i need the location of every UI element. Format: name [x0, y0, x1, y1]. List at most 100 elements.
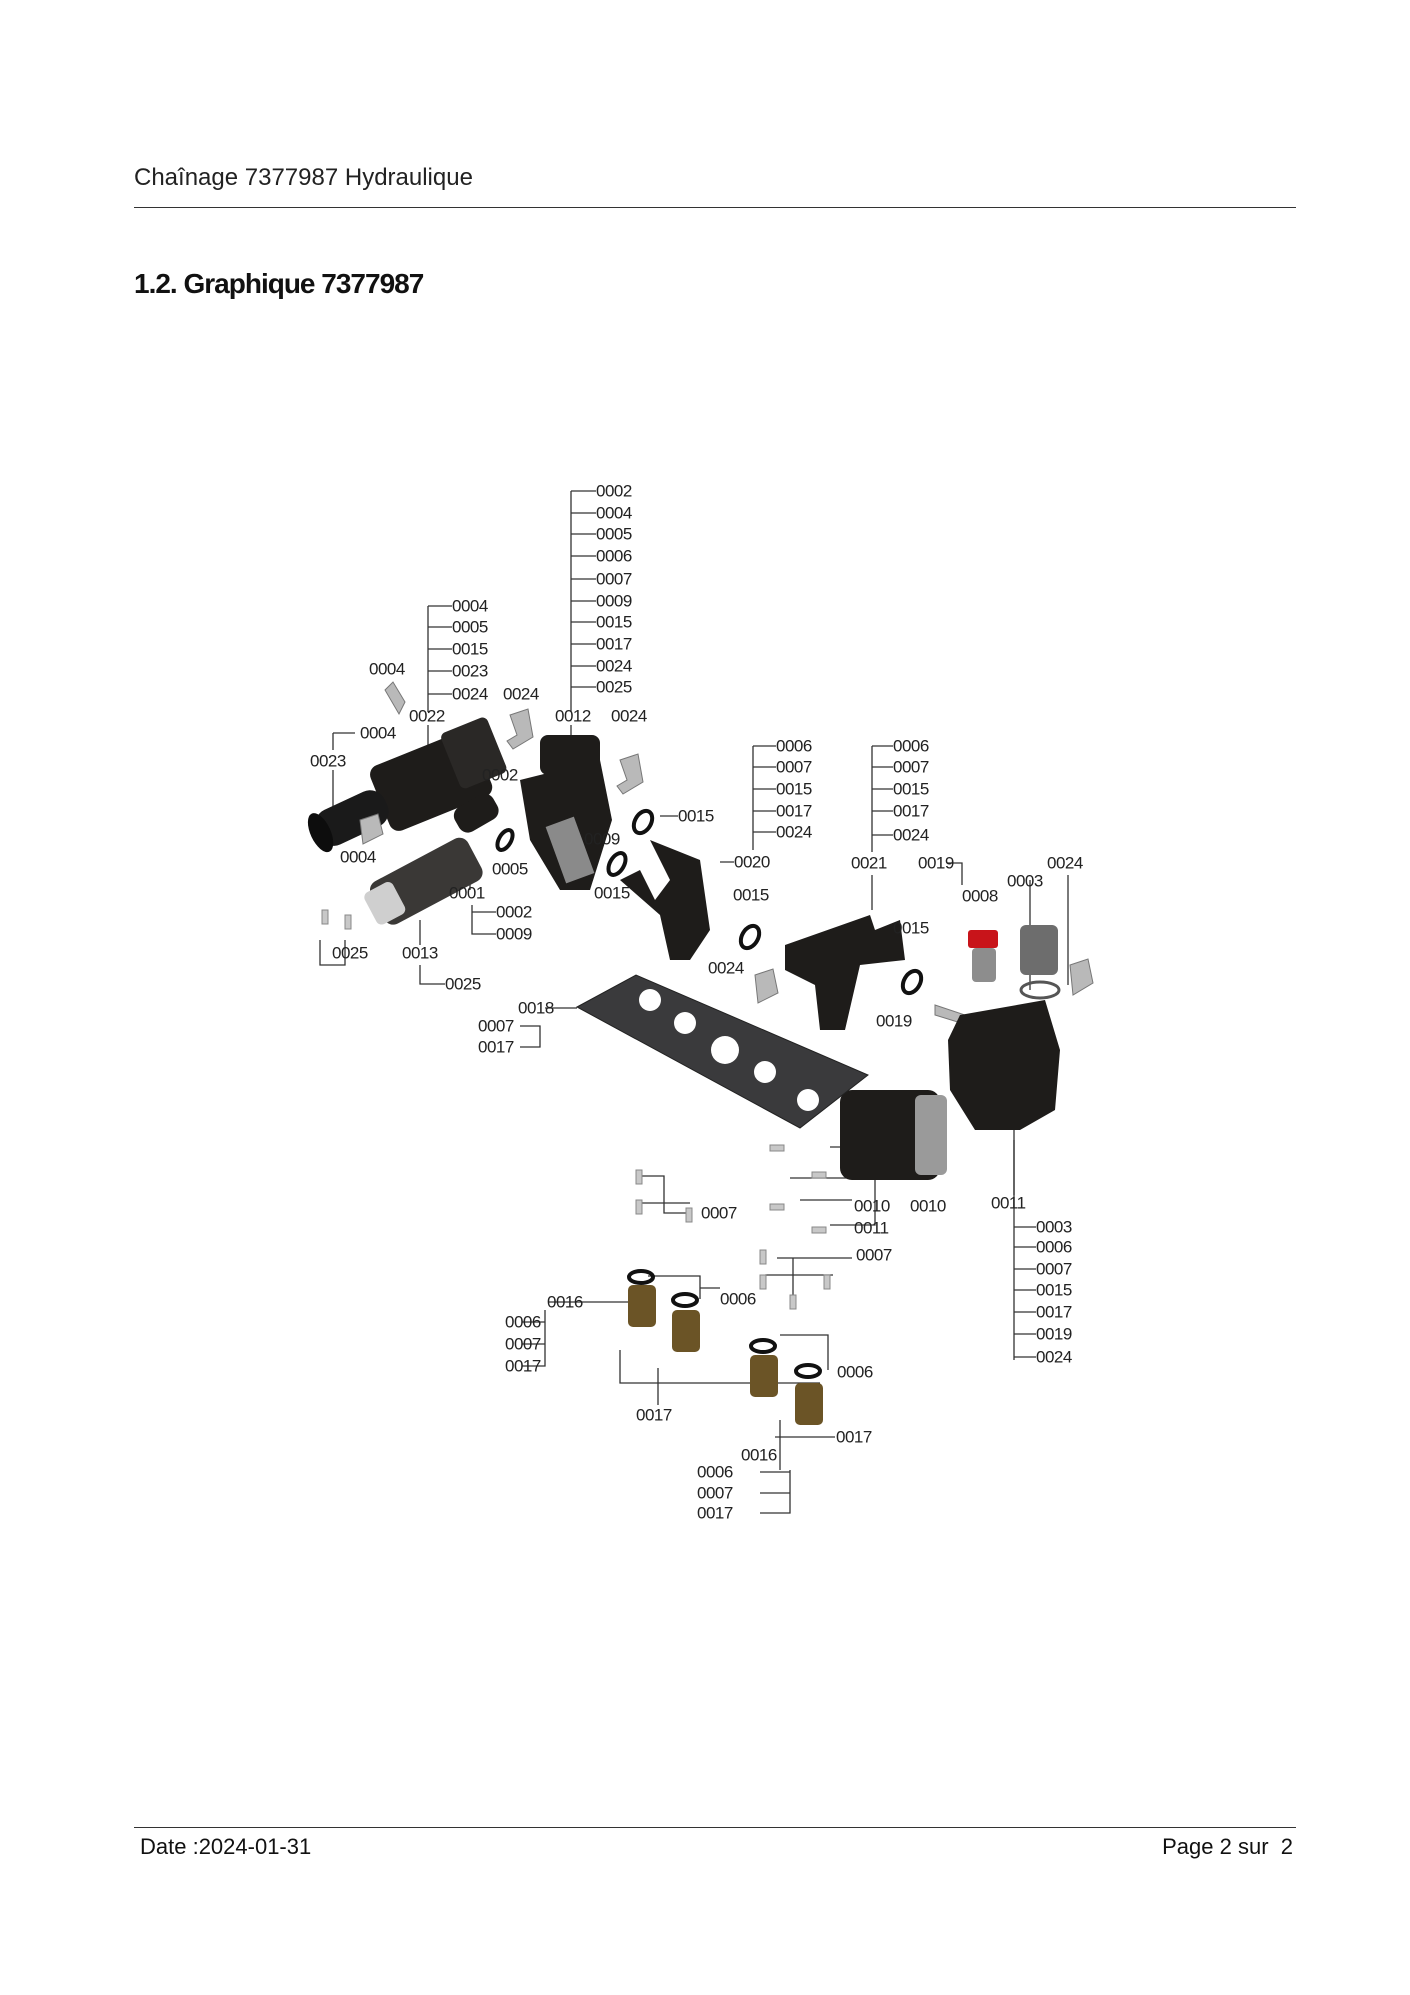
part-number-label: 0008 [962, 886, 998, 906]
part-0021-manifold [785, 915, 905, 1030]
section-heading: 1.2. Graphique 7377987 [134, 268, 424, 299]
footer-page-number: Page 2 sur 2 [1162, 1834, 1293, 1859]
part-number-label: 0013 [402, 943, 438, 963]
part-number-label: 0017 [636, 1405, 672, 1425]
brass-fittings [628, 1285, 823, 1425]
part-number-label: 0025 [596, 677, 632, 697]
part-number-label: 0019 [1036, 1324, 1072, 1344]
part-number-label: 0024 [611, 706, 647, 726]
part-number-label: 0003 [1007, 871, 1043, 891]
part-number-label: 0015 [733, 885, 769, 905]
part-0008-red-cap [968, 930, 998, 948]
part-number-label: 0017 [776, 801, 812, 821]
part-number-label: 0004 [369, 659, 405, 679]
part-number-label: 0005 [596, 524, 632, 544]
part-number-label: 0010 [910, 1196, 946, 1216]
o-rings [495, 808, 1061, 1379]
header-divider [134, 207, 1296, 208]
part-0012-valve-body [520, 735, 612, 890]
part-number-label: 0025 [332, 943, 368, 963]
part-number-label: 0019 [918, 853, 954, 873]
screws [321, 909, 831, 1310]
part-number-label: 0017 [596, 634, 632, 654]
part-number-label: 0024 [503, 684, 539, 704]
part-number-label: 0024 [1047, 853, 1083, 873]
part-number-label: 0024 [776, 822, 812, 842]
part-number-label: 0018 [518, 998, 554, 1018]
part-number-label: 0025 [445, 974, 481, 994]
footer-date: Date :2024-01-31 [140, 1834, 312, 1859]
part-number-label: 0015 [776, 779, 812, 799]
part-number-label: 0015 [596, 612, 632, 632]
part-number-label: 0024 [452, 684, 488, 704]
part-number-label: 0020 [734, 852, 770, 872]
part-number-label: 0021 [851, 853, 887, 873]
part-number-label: 0010 [854, 1196, 890, 1216]
part-number-label: 0007 [478, 1016, 514, 1036]
part-number-label: 0004 [360, 723, 396, 743]
part-number-label: 0006 [837, 1362, 873, 1382]
part-number-label: 0024 [708, 958, 744, 978]
clips [359, 681, 1094, 1024]
part-number-label: 0006 [776, 736, 812, 756]
part-number-label: 0007 [776, 757, 812, 777]
part-number-label: 0016 [741, 1445, 777, 1465]
part-number-label: 0024 [596, 656, 632, 676]
part-number-label: 0005 [492, 859, 528, 879]
part-number-label: 0015 [893, 779, 929, 799]
part-number-label: 0006 [505, 1312, 541, 1332]
part-number-label: 0002 [596, 481, 632, 501]
part-number-label: 0009 [496, 924, 532, 944]
part-number-label: 0017 [478, 1037, 514, 1057]
part-number-label: 0007 [1036, 1259, 1072, 1279]
part-number-label: 0019 [876, 1011, 912, 1031]
part-number-label: 0015 [893, 918, 929, 938]
part-number-label: 0006 [893, 736, 929, 756]
part-number-label: 0017 [893, 801, 929, 821]
part-number-label: 0024 [1036, 1347, 1072, 1367]
part-0010-pump-motor [840, 1090, 947, 1180]
part-number-label: 0015 [678, 806, 714, 826]
part-number-label: 0017 [697, 1503, 733, 1523]
part-0003-air-vent [1020, 925, 1058, 975]
part-number-label: 0006 [1036, 1237, 1072, 1257]
part-0011-pump-housing [948, 1000, 1060, 1130]
part-number-label: 0002 [496, 902, 532, 922]
part-number-label: 0007 [701, 1203, 737, 1223]
part-number-label: 0015 [1036, 1280, 1072, 1300]
part-number-label: 0017 [836, 1427, 872, 1447]
part-number-label: 0016 [547, 1292, 583, 1312]
part-0008-body [972, 948, 996, 982]
part-number-label: 0006 [697, 1462, 733, 1482]
part-0020-manifold [620, 840, 710, 960]
part-number-label: 0023 [452, 661, 488, 681]
part-0023-cartridge [307, 790, 389, 853]
part-number-label: 0015 [594, 883, 630, 903]
part-number-label: 0007 [856, 1245, 892, 1265]
part-drawings [307, 681, 1094, 1425]
document-header-title: Chaînage 7377987 Hydraulique [134, 164, 473, 191]
part-number-label: 0006 [596, 546, 632, 566]
part-number-label: 0007 [893, 757, 929, 777]
part-number-label: 0005 [452, 617, 488, 637]
part-number-label: 0009 [584, 829, 620, 849]
part-number-label: 0023 [310, 751, 346, 771]
part-number-label: 0007 [697, 1483, 733, 1503]
part-number-label: 0011 [854, 1218, 889, 1238]
part-number-label: 0002 [482, 765, 518, 785]
part-number-label: 0009 [596, 591, 632, 611]
part-0013-motor [364, 837, 483, 925]
part-0018-plate [575, 974, 869, 1129]
part-number-label: 0007 [505, 1334, 541, 1354]
part-number-label: 0006 [720, 1289, 756, 1309]
part-number-label: 0017 [505, 1356, 541, 1376]
part-number-label: 0012 [555, 706, 591, 726]
part-number-label: 0003 [1036, 1217, 1072, 1237]
part-number-label: 0004 [452, 596, 488, 616]
part-number-label: 0022 [409, 706, 445, 726]
part-number-label: 0004 [340, 847, 376, 867]
part-number-label: 0015 [452, 639, 488, 659]
part-number-label: 0004 [596, 503, 632, 523]
part-0001 [453, 793, 499, 833]
